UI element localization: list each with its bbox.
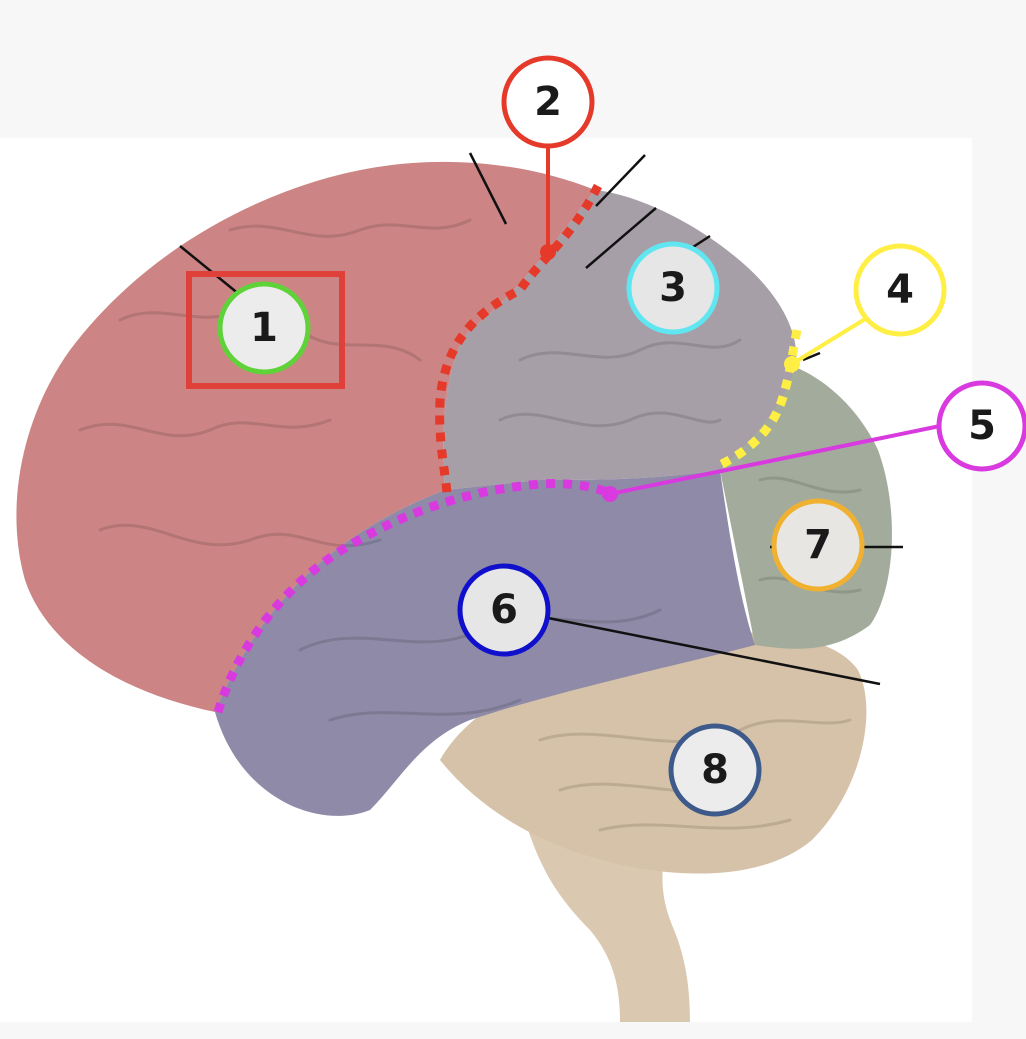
label-4-dot <box>784 356 800 372</box>
brainstem <box>525 820 690 1022</box>
central-sulcus-line <box>435 183 602 494</box>
label-7[interactable]: 7 <box>771 498 865 592</box>
label-6-text: 6 <box>490 587 518 633</box>
label-5-connector <box>609 424 941 496</box>
parieto-occipital-line <box>717 329 802 470</box>
label-3[interactable]: 3 <box>626 241 720 335</box>
label-5-dot <box>602 486 618 502</box>
label-8-text: 8 <box>701 747 729 793</box>
label-4-connector <box>790 314 872 366</box>
label-2[interactable]: 2 <box>501 55 595 149</box>
label-1-circle <box>217 281 311 375</box>
label-7-circle <box>771 498 865 592</box>
label-4-circle <box>853 243 947 337</box>
label-1[interactable]: 1 <box>217 281 311 375</box>
label-7-text: 7 <box>804 522 832 568</box>
label-2-circle <box>501 55 595 149</box>
label-3-circle <box>626 241 720 335</box>
label-2-text: 2 <box>534 79 562 125</box>
frontal-lobe <box>16 161 595 713</box>
label-8[interactable]: 8 <box>668 723 762 817</box>
label-5-text: 5 <box>968 403 996 449</box>
label-6[interactable]: 6 <box>457 563 551 657</box>
label-3-text: 3 <box>659 265 687 311</box>
label-8-circle <box>668 723 762 817</box>
label-4[interactable]: 4 <box>853 243 947 337</box>
label-4-text: 4 <box>886 267 914 313</box>
label-6-circle <box>457 563 551 657</box>
lateral-sulcus-line <box>213 479 613 714</box>
label-1-text: 1 <box>250 305 278 351</box>
label-5-circle <box>936 380 1026 472</box>
label-2-dot <box>540 244 556 260</box>
highlight-box <box>186 271 345 389</box>
label-5[interactable]: 5 <box>936 380 1026 472</box>
